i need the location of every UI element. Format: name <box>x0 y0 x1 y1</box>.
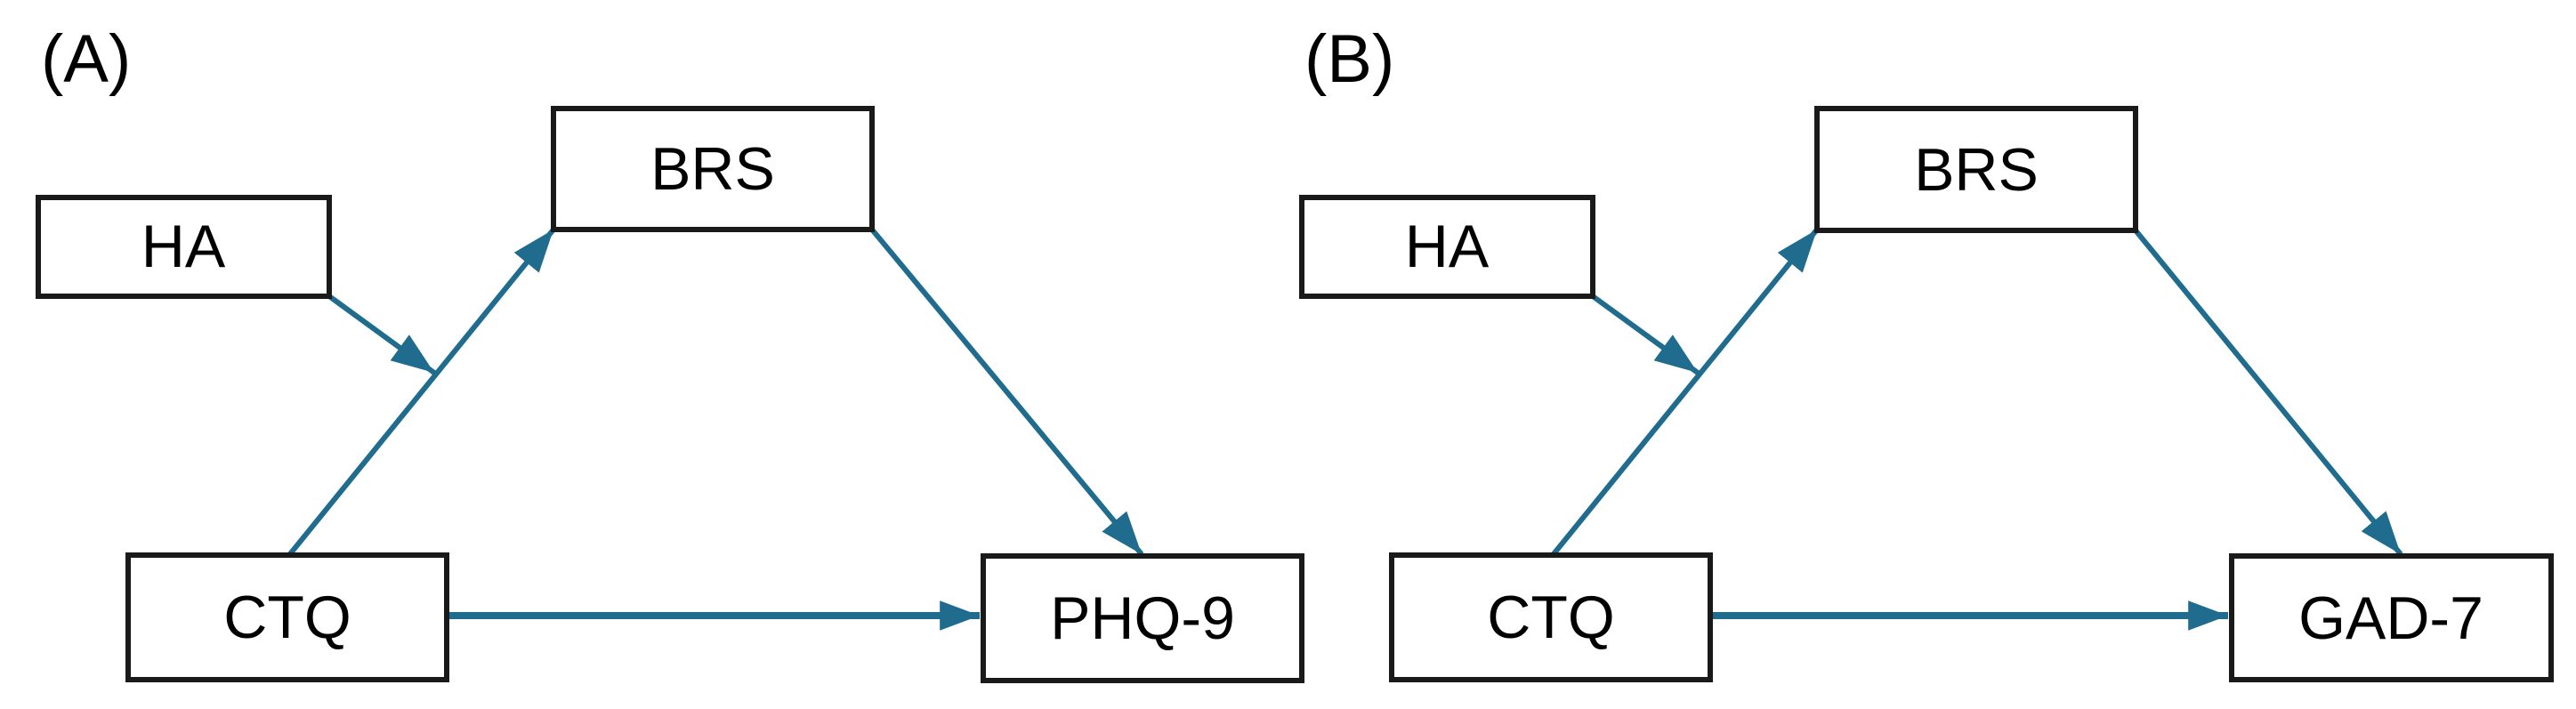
moderator-arrow <box>327 294 436 375</box>
path-a-predictor-to-mediator-arrow <box>1550 228 1820 557</box>
moderator-box <box>1299 195 1595 299</box>
moderator-label: HA <box>1405 213 1490 280</box>
predictor-label: CTQ <box>1487 584 1615 651</box>
path-a-predictor-to-mediator-arrow <box>287 228 556 557</box>
panel-b: (B) HA BRS CTQ GAD-7 <box>1299 21 2554 682</box>
moderator-box <box>36 195 332 299</box>
predictor-label: CTQ <box>223 584 351 651</box>
outcome-label: GAD-7 <box>2298 584 2483 652</box>
path-b-mediator-to-outcome-arrow <box>869 228 1144 556</box>
predictor-box <box>125 552 449 682</box>
mediator-label: BRS <box>650 135 775 203</box>
mediator-label: BRS <box>1914 136 2039 204</box>
mediator-box <box>1814 106 2138 233</box>
moderator-arrow <box>1591 294 1700 375</box>
panel-a-label: (A) <box>41 21 131 97</box>
mediator-box <box>551 106 875 232</box>
outcome-box <box>2229 553 2554 682</box>
path-b-mediator-to-outcome-arrow <box>2133 229 2403 556</box>
outcome-box <box>981 553 1304 683</box>
moderator-label: HA <box>141 213 226 280</box>
predictor-box <box>1389 552 1713 682</box>
panel-b-label: (B) <box>1304 21 1394 97</box>
panel-a: (A) HA BRS CTQ PHQ-9 <box>36 21 1304 683</box>
outcome-label: PHQ-9 <box>1050 584 1235 652</box>
